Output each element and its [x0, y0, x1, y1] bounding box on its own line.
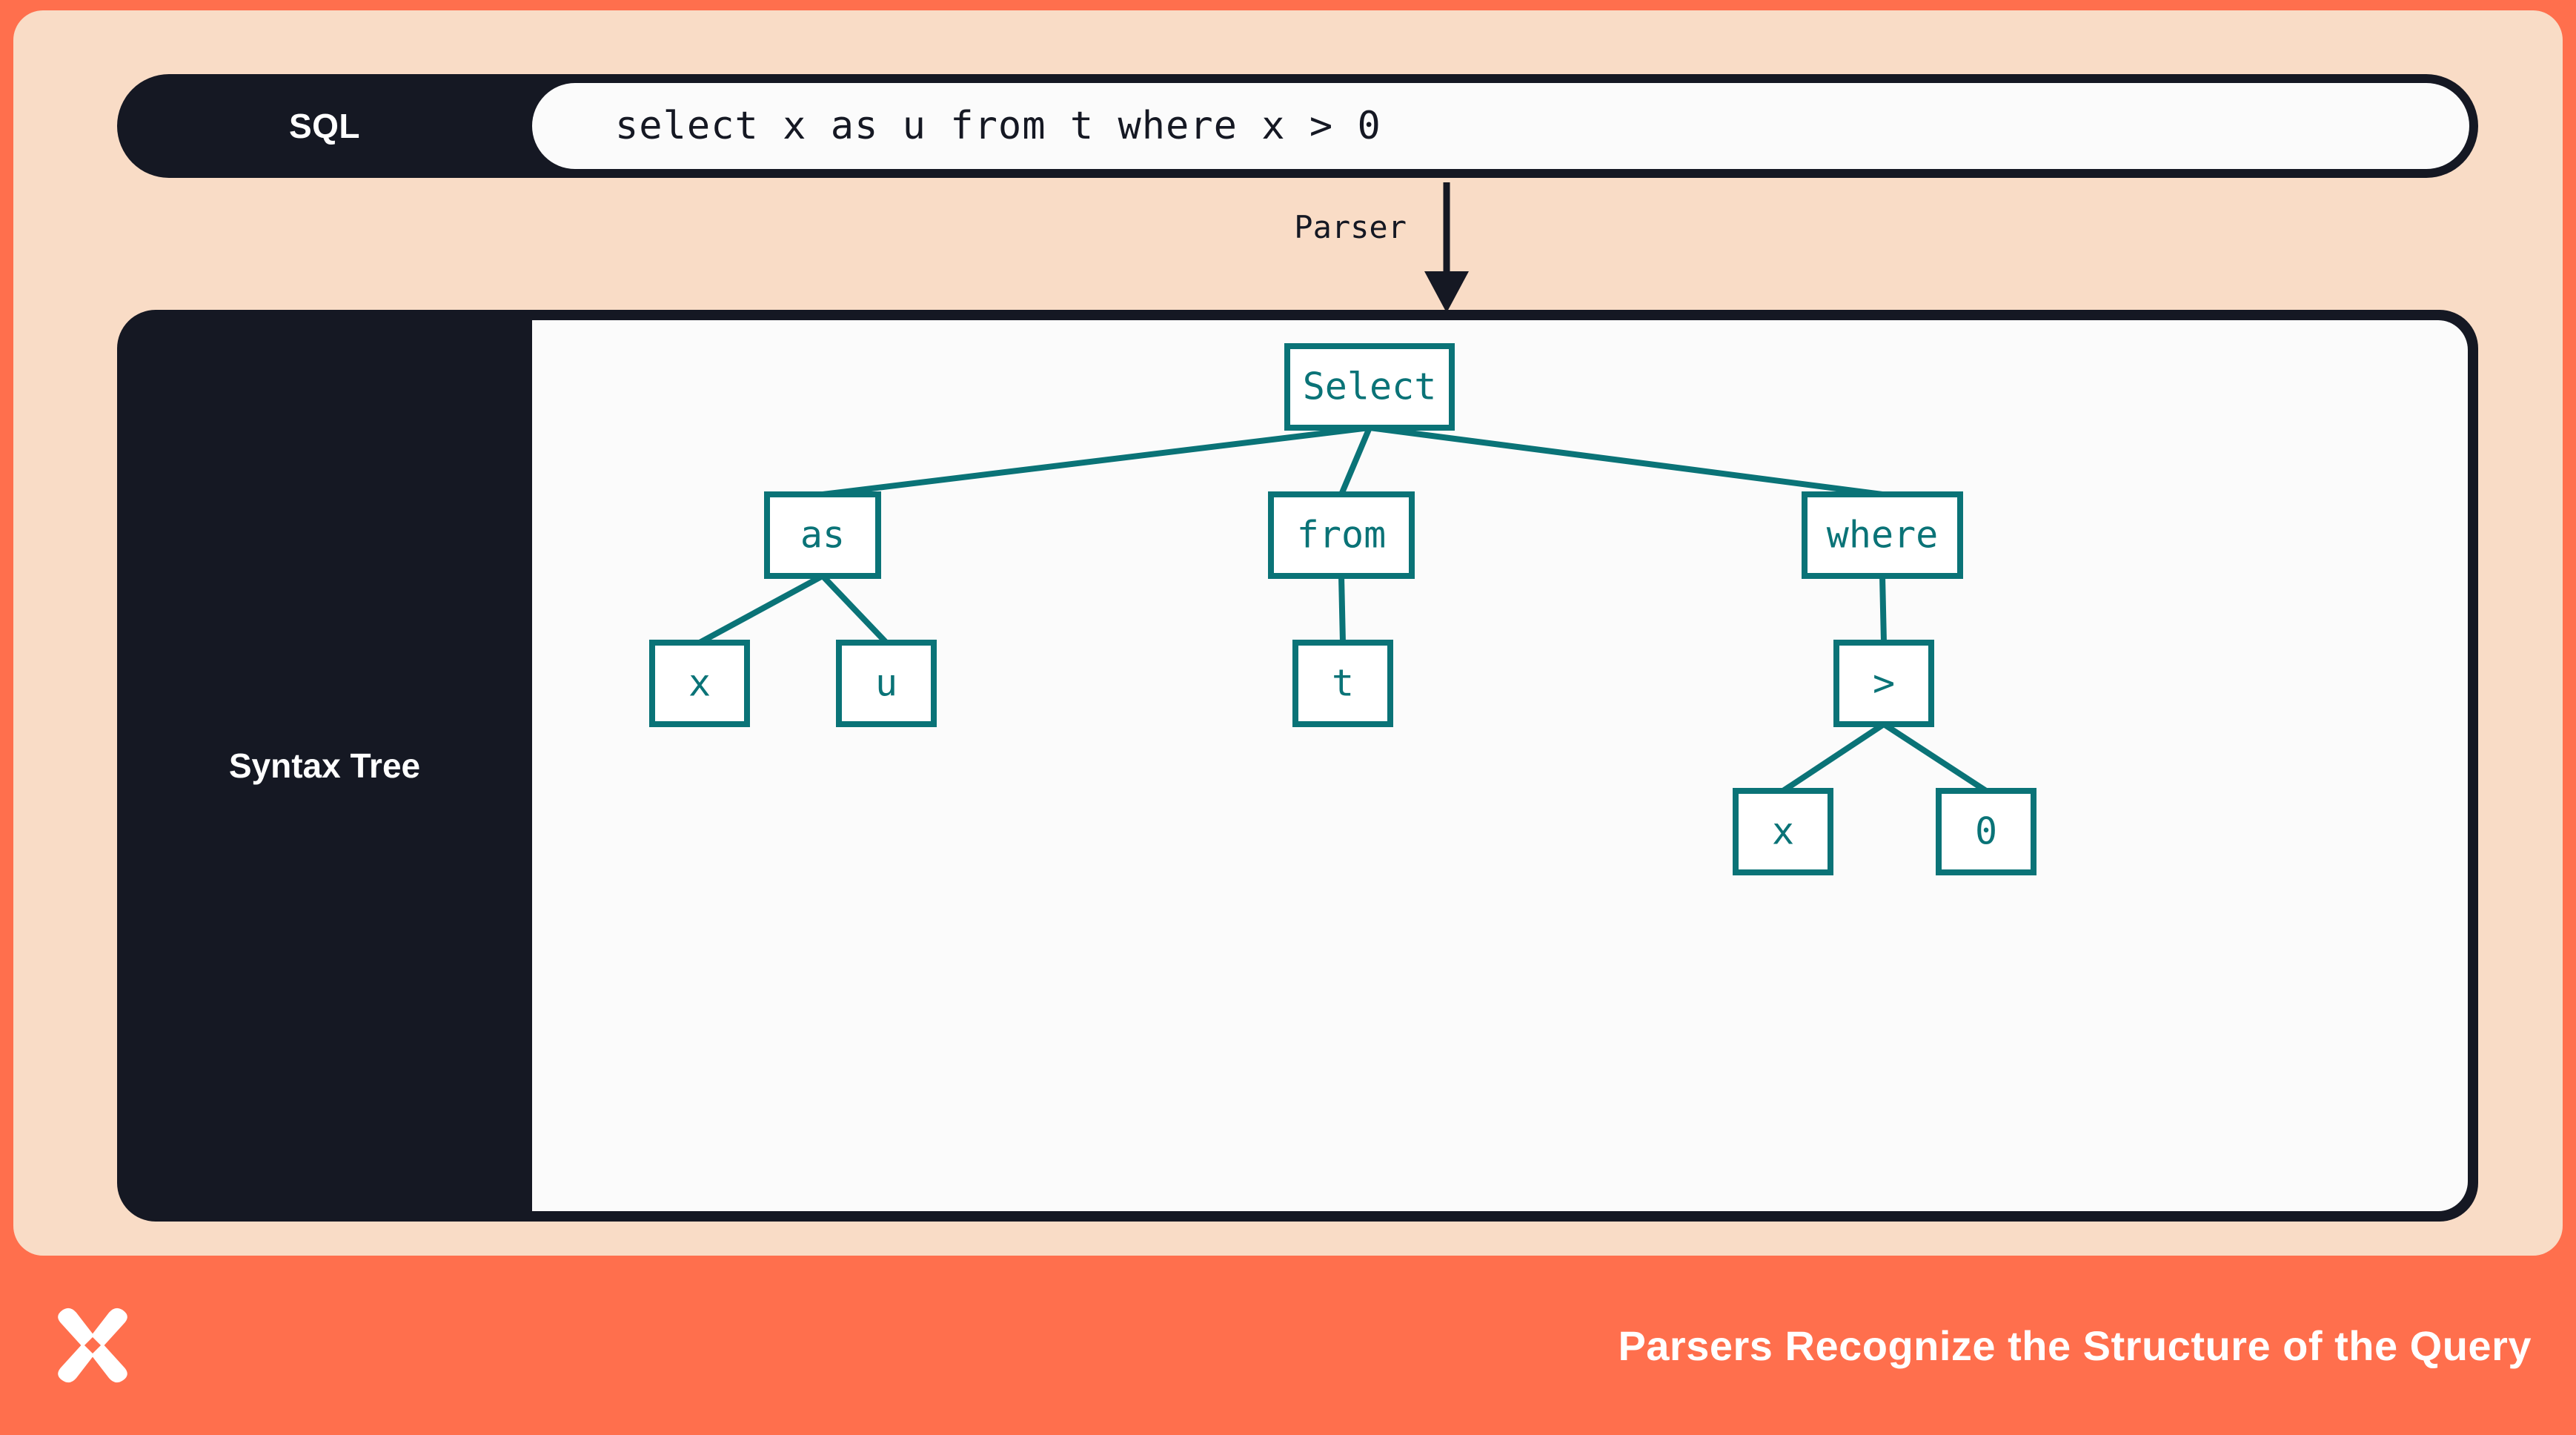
- tree-node-box: [1284, 343, 1455, 431]
- tree-node-box: [1292, 640, 1393, 727]
- tree-edge: [698, 573, 824, 646]
- footer-bar: Parsers Recognize the Structure of the Q…: [0, 1256, 2576, 1435]
- syntax-tree-canvas: Select as from where x u t > x 0: [532, 320, 2468, 1211]
- tree-node-label: 0: [1975, 810, 1997, 853]
- arrow-down-icon: [1424, 182, 1469, 313]
- tree-edge: [1369, 425, 1883, 497]
- tree-node[interactable]: 0: [1936, 788, 2036, 875]
- parser-label: Parser: [1294, 209, 1407, 245]
- x-star-logo-icon: [58, 1308, 127, 1383]
- tree-node-label: >: [1873, 662, 1895, 705]
- tree-node-box: [1268, 491, 1415, 579]
- tree-node[interactable]: >: [1833, 640, 1934, 727]
- tree-node[interactable]: t: [1292, 640, 1393, 727]
- tree-node-box: [1802, 491, 1963, 579]
- sql-query-text: select x as u from t where x > 0: [615, 104, 1381, 148]
- sql-row-label: SQL: [288, 107, 361, 145]
- tree-node[interactable]: as: [764, 491, 881, 579]
- tree-node[interactable]: x: [1733, 788, 1833, 875]
- tree-node-label: x: [1772, 810, 1794, 853]
- tree-edge: [822, 425, 1370, 497]
- footer-caption: Parsers Recognize the Structure of the Q…: [1618, 1322, 2532, 1369]
- tree-node-box: [1936, 788, 2036, 875]
- tree-edge: [820, 574, 889, 645]
- tree-node[interactable]: x: [649, 640, 750, 727]
- tree-edge: [1781, 721, 1886, 794]
- tree-node-box: [1833, 640, 1934, 727]
- tree-edge: [1338, 426, 1372, 496]
- content-card: SQL select x as u from t where x > 0 Par…: [13, 10, 2563, 1256]
- sql-query-field[interactable]: select x as u from t where x > 0: [532, 83, 2469, 169]
- tree-node-label: Select: [1303, 365, 1437, 408]
- tree-node-label: t: [1332, 662, 1354, 705]
- tree-node-box: [764, 491, 881, 579]
- tree-node-label: u: [875, 662, 897, 705]
- tree-node-box: [1733, 788, 1833, 875]
- tree-node-box: [836, 640, 937, 727]
- sql-input-row: SQL select x as u from t where x > 0: [117, 74, 2478, 178]
- tree-node[interactable]: u: [836, 640, 937, 727]
- syntax-tree-label: Syntax Tree: [228, 746, 421, 785]
- parser-transform: Parser: [1169, 182, 1555, 316]
- tree-node-box: [649, 640, 750, 727]
- tree-node[interactable]: Select: [1284, 343, 1455, 431]
- tree-node-label: where: [1827, 514, 1939, 557]
- tree-edge: [1338, 575, 1346, 643]
- tree-node-label: as: [800, 514, 845, 557]
- tree-node[interactable]: where: [1802, 491, 1963, 579]
- tree-edge: [1879, 575, 1887, 643]
- syntax-tree-panel: Syntax Tree Select as from where x u t > x 0: [117, 310, 2478, 1222]
- syntax-tree-graphic: Select as from where x u t > x 0: [649, 343, 2036, 875]
- tree-node[interactable]: from: [1268, 491, 1415, 579]
- tree-node-label: x: [688, 662, 711, 705]
- tree-node-label: from: [1297, 514, 1386, 557]
- tree-edge: [1882, 721, 1988, 794]
